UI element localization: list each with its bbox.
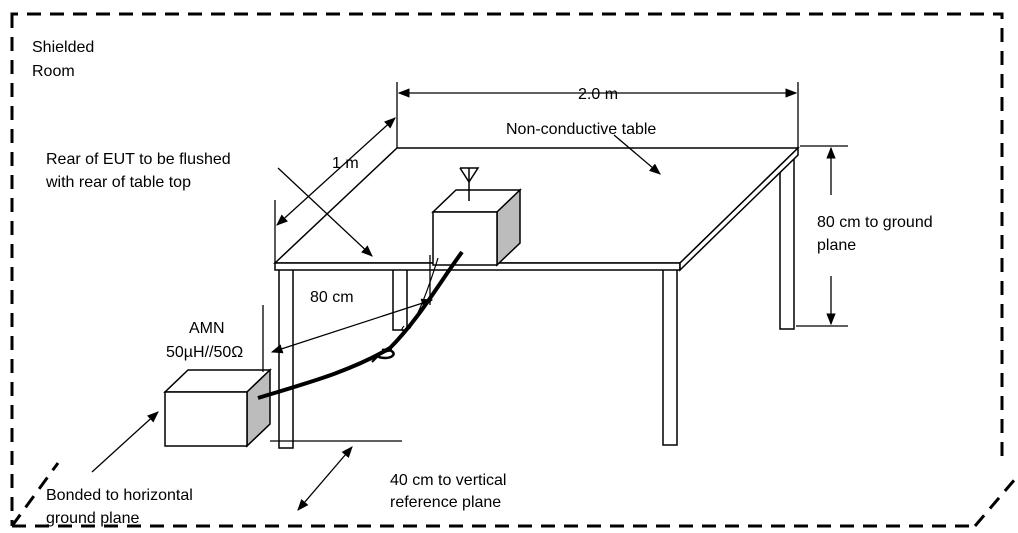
- room-label-line1: Shielded: [32, 39, 94, 56]
- table-label: Non-conductive table: [506, 121, 656, 138]
- eut-box: [431, 188, 522, 267]
- room-label-line2: Room: [32, 63, 75, 80]
- bonded-note-line2: ground plane: [46, 510, 140, 527]
- amn-label-line1: AMN: [189, 320, 225, 337]
- rear-note-line2: with rear of table top: [45, 174, 191, 191]
- shielded-room-boundary: [10, 12, 1018, 528]
- height-label-line1: 80 cm to ground: [817, 214, 933, 231]
- antenna-icon: [459, 167, 480, 201]
- cable-length-label: 80 cm: [310, 289, 354, 306]
- table-width-label: 2.0 m: [578, 86, 618, 103]
- dimension-lines: [262, 82, 848, 511]
- table-top: [273, 146, 800, 272]
- amn-box: [163, 368, 272, 448]
- table-depth-label: 1 m: [332, 155, 359, 172]
- vertical-reference-line1: 40 cm to vertical: [390, 472, 506, 489]
- vertical-reference-line2: reference plane: [390, 494, 501, 511]
- height-label-line2: plane: [817, 237, 856, 254]
- amn-label-line2: 50µH//50Ω: [166, 344, 243, 361]
- pointer-arrows: [91, 134, 661, 473]
- rear-note-line1: Rear of EUT to be flushed: [46, 151, 231, 168]
- bonded-note-line1: Bonded to horizontal: [46, 487, 193, 504]
